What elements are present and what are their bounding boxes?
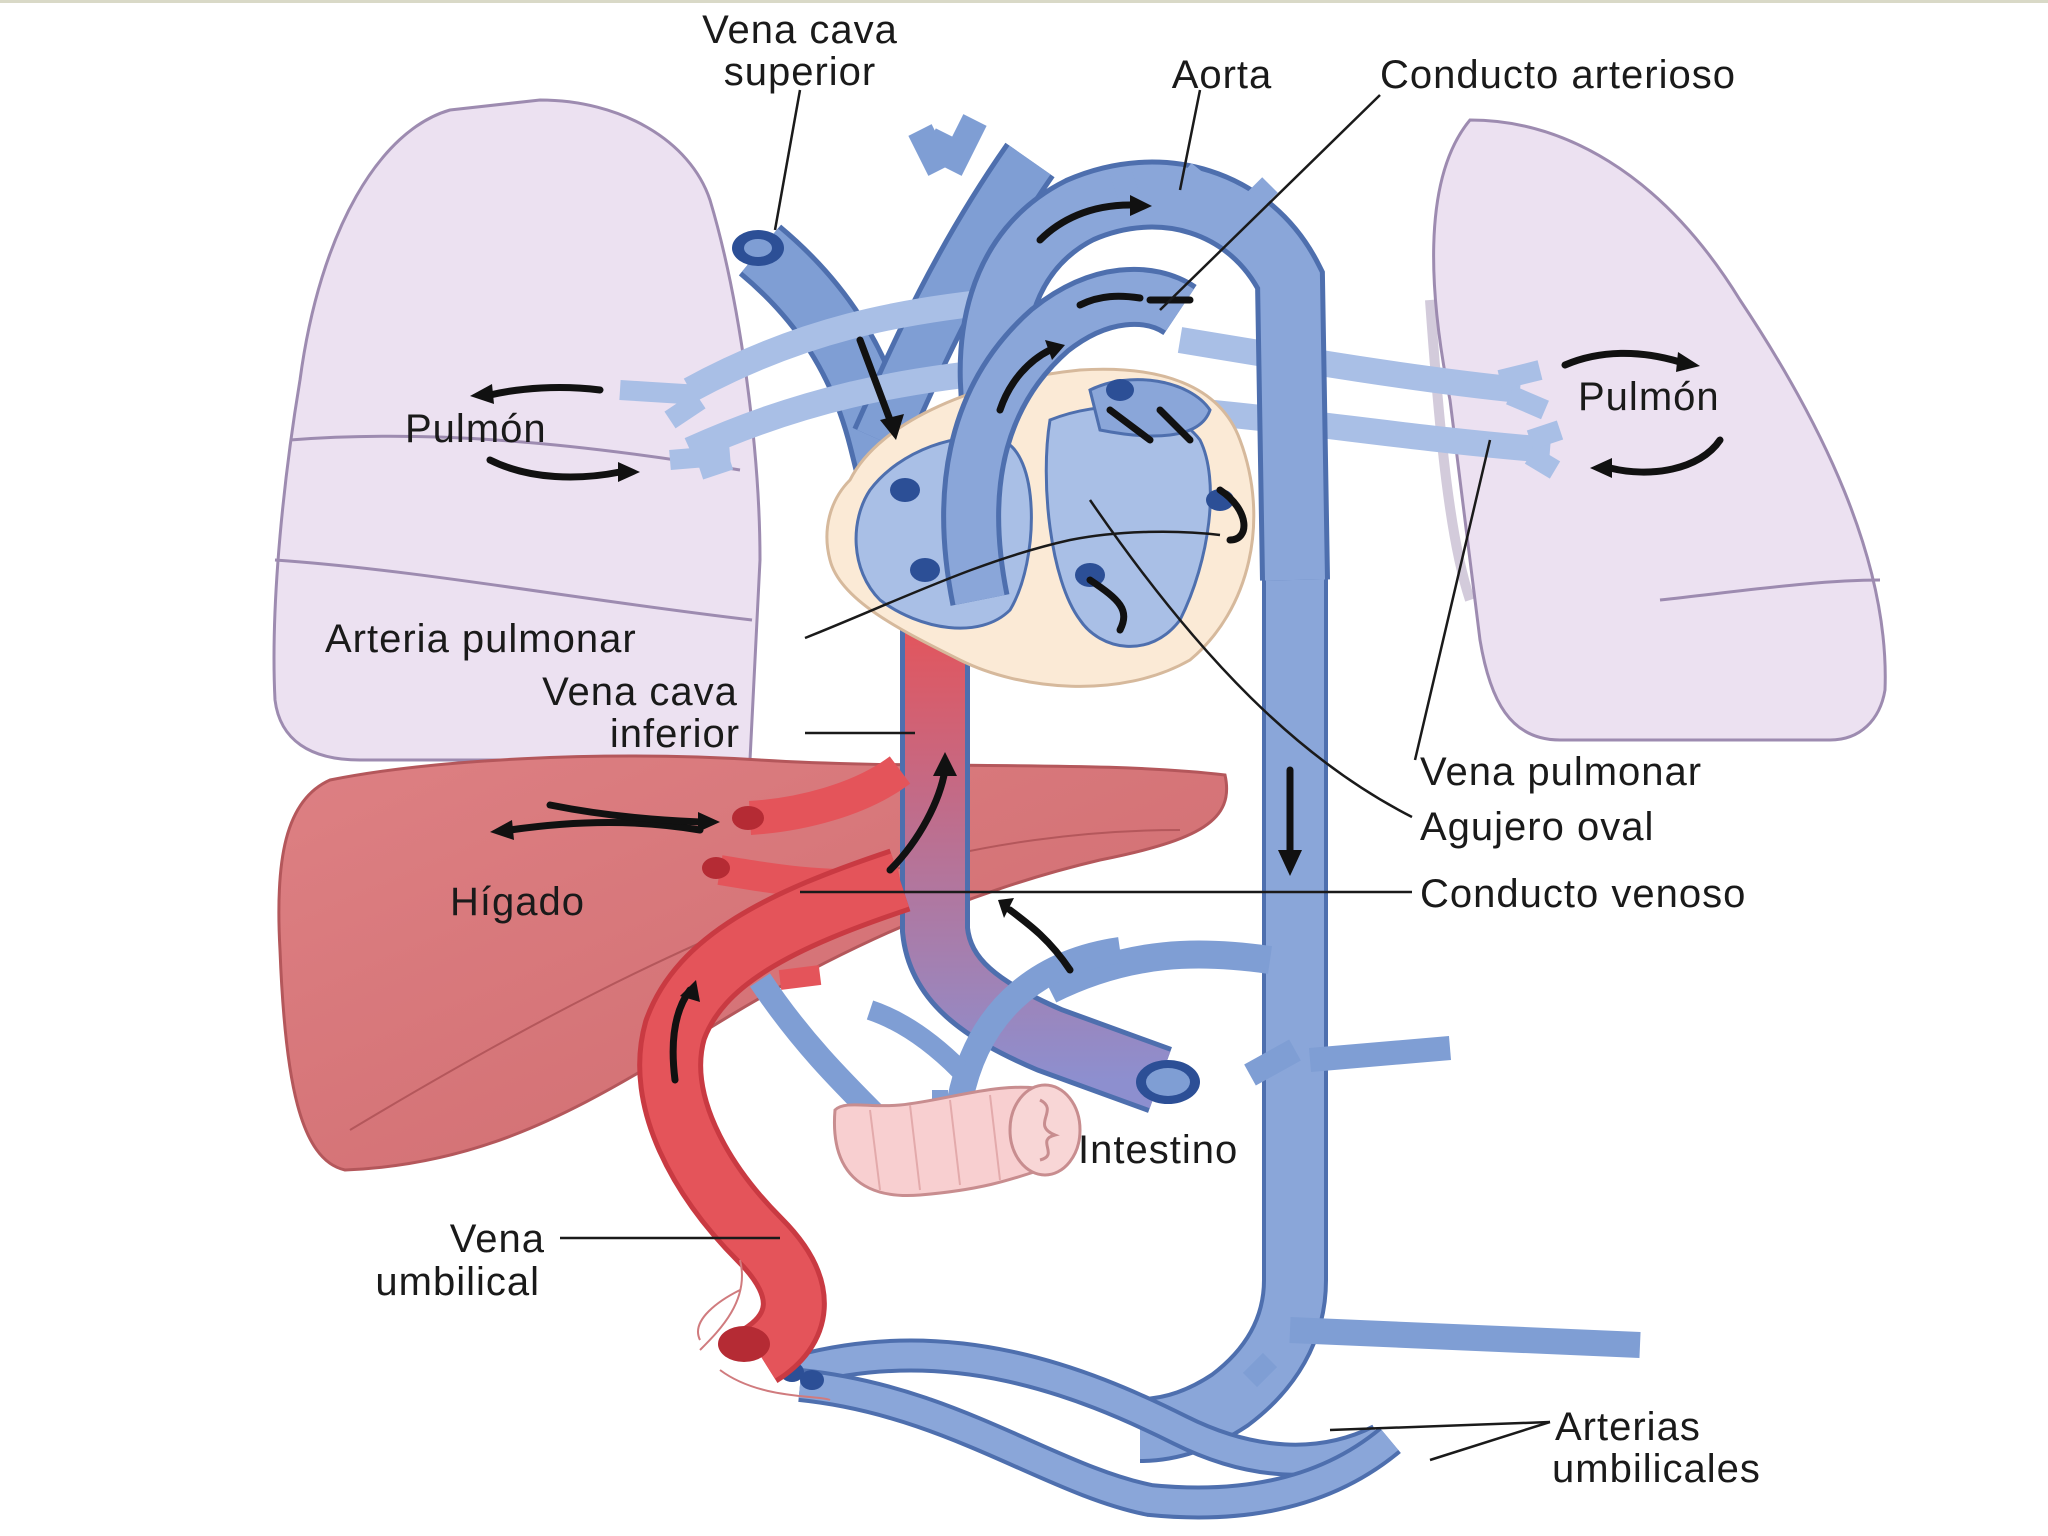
label-agujero-oval: Agujero oval [1420,805,1654,849]
label-conducto-venoso: Conducto venoso [1420,872,1746,916]
umbilical-vein [637,848,911,1401]
label-pulmon-right: Pulmón [1578,375,1720,419]
label-vena-cava-inferior-line2: inferior [610,712,740,756]
right-lung [1425,118,1887,742]
label-vena-umbilical-line1: Vena [450,1217,545,1261]
label-arterias-umbilicales-line2: umbilicales [1552,1447,1761,1491]
label-higado: Hígado [450,880,585,924]
label-vena-umbilical-line2: umbilical [375,1260,540,1304]
leader-lines [560,89,1551,1462]
label-pulmon-left: Pulmón [405,407,547,451]
label-intestino: Intestino [1078,1128,1238,1172]
label-vena-cava-inferior-line1: Vena cava [542,670,738,714]
umbilical-arteries [780,1338,1401,1520]
label-arterias-umbilicales-line1: Arterias [1555,1405,1701,1449]
label-vena-cava-superior-line2: superior [724,50,877,94]
labels: Vena cava superior Aorta Conducto arteri… [325,8,1761,1491]
lung-arrows [470,349,1724,840]
label-vena-pulmonar: Vena pulmonar [1420,750,1702,794]
label-aorta: Aorta [1172,53,1273,97]
intestine [832,1083,1082,1198]
label-arteria-pulmonar: Arteria pulmonar [325,617,637,661]
left-lung [272,98,762,762]
inferior-vena-cava [900,620,1200,1113]
label-conducto-arterioso: Conducto arterioso [1380,53,1736,97]
top-border [0,0,2048,3]
label-vena-cava-superior-line1: Vena cava [702,8,898,52]
